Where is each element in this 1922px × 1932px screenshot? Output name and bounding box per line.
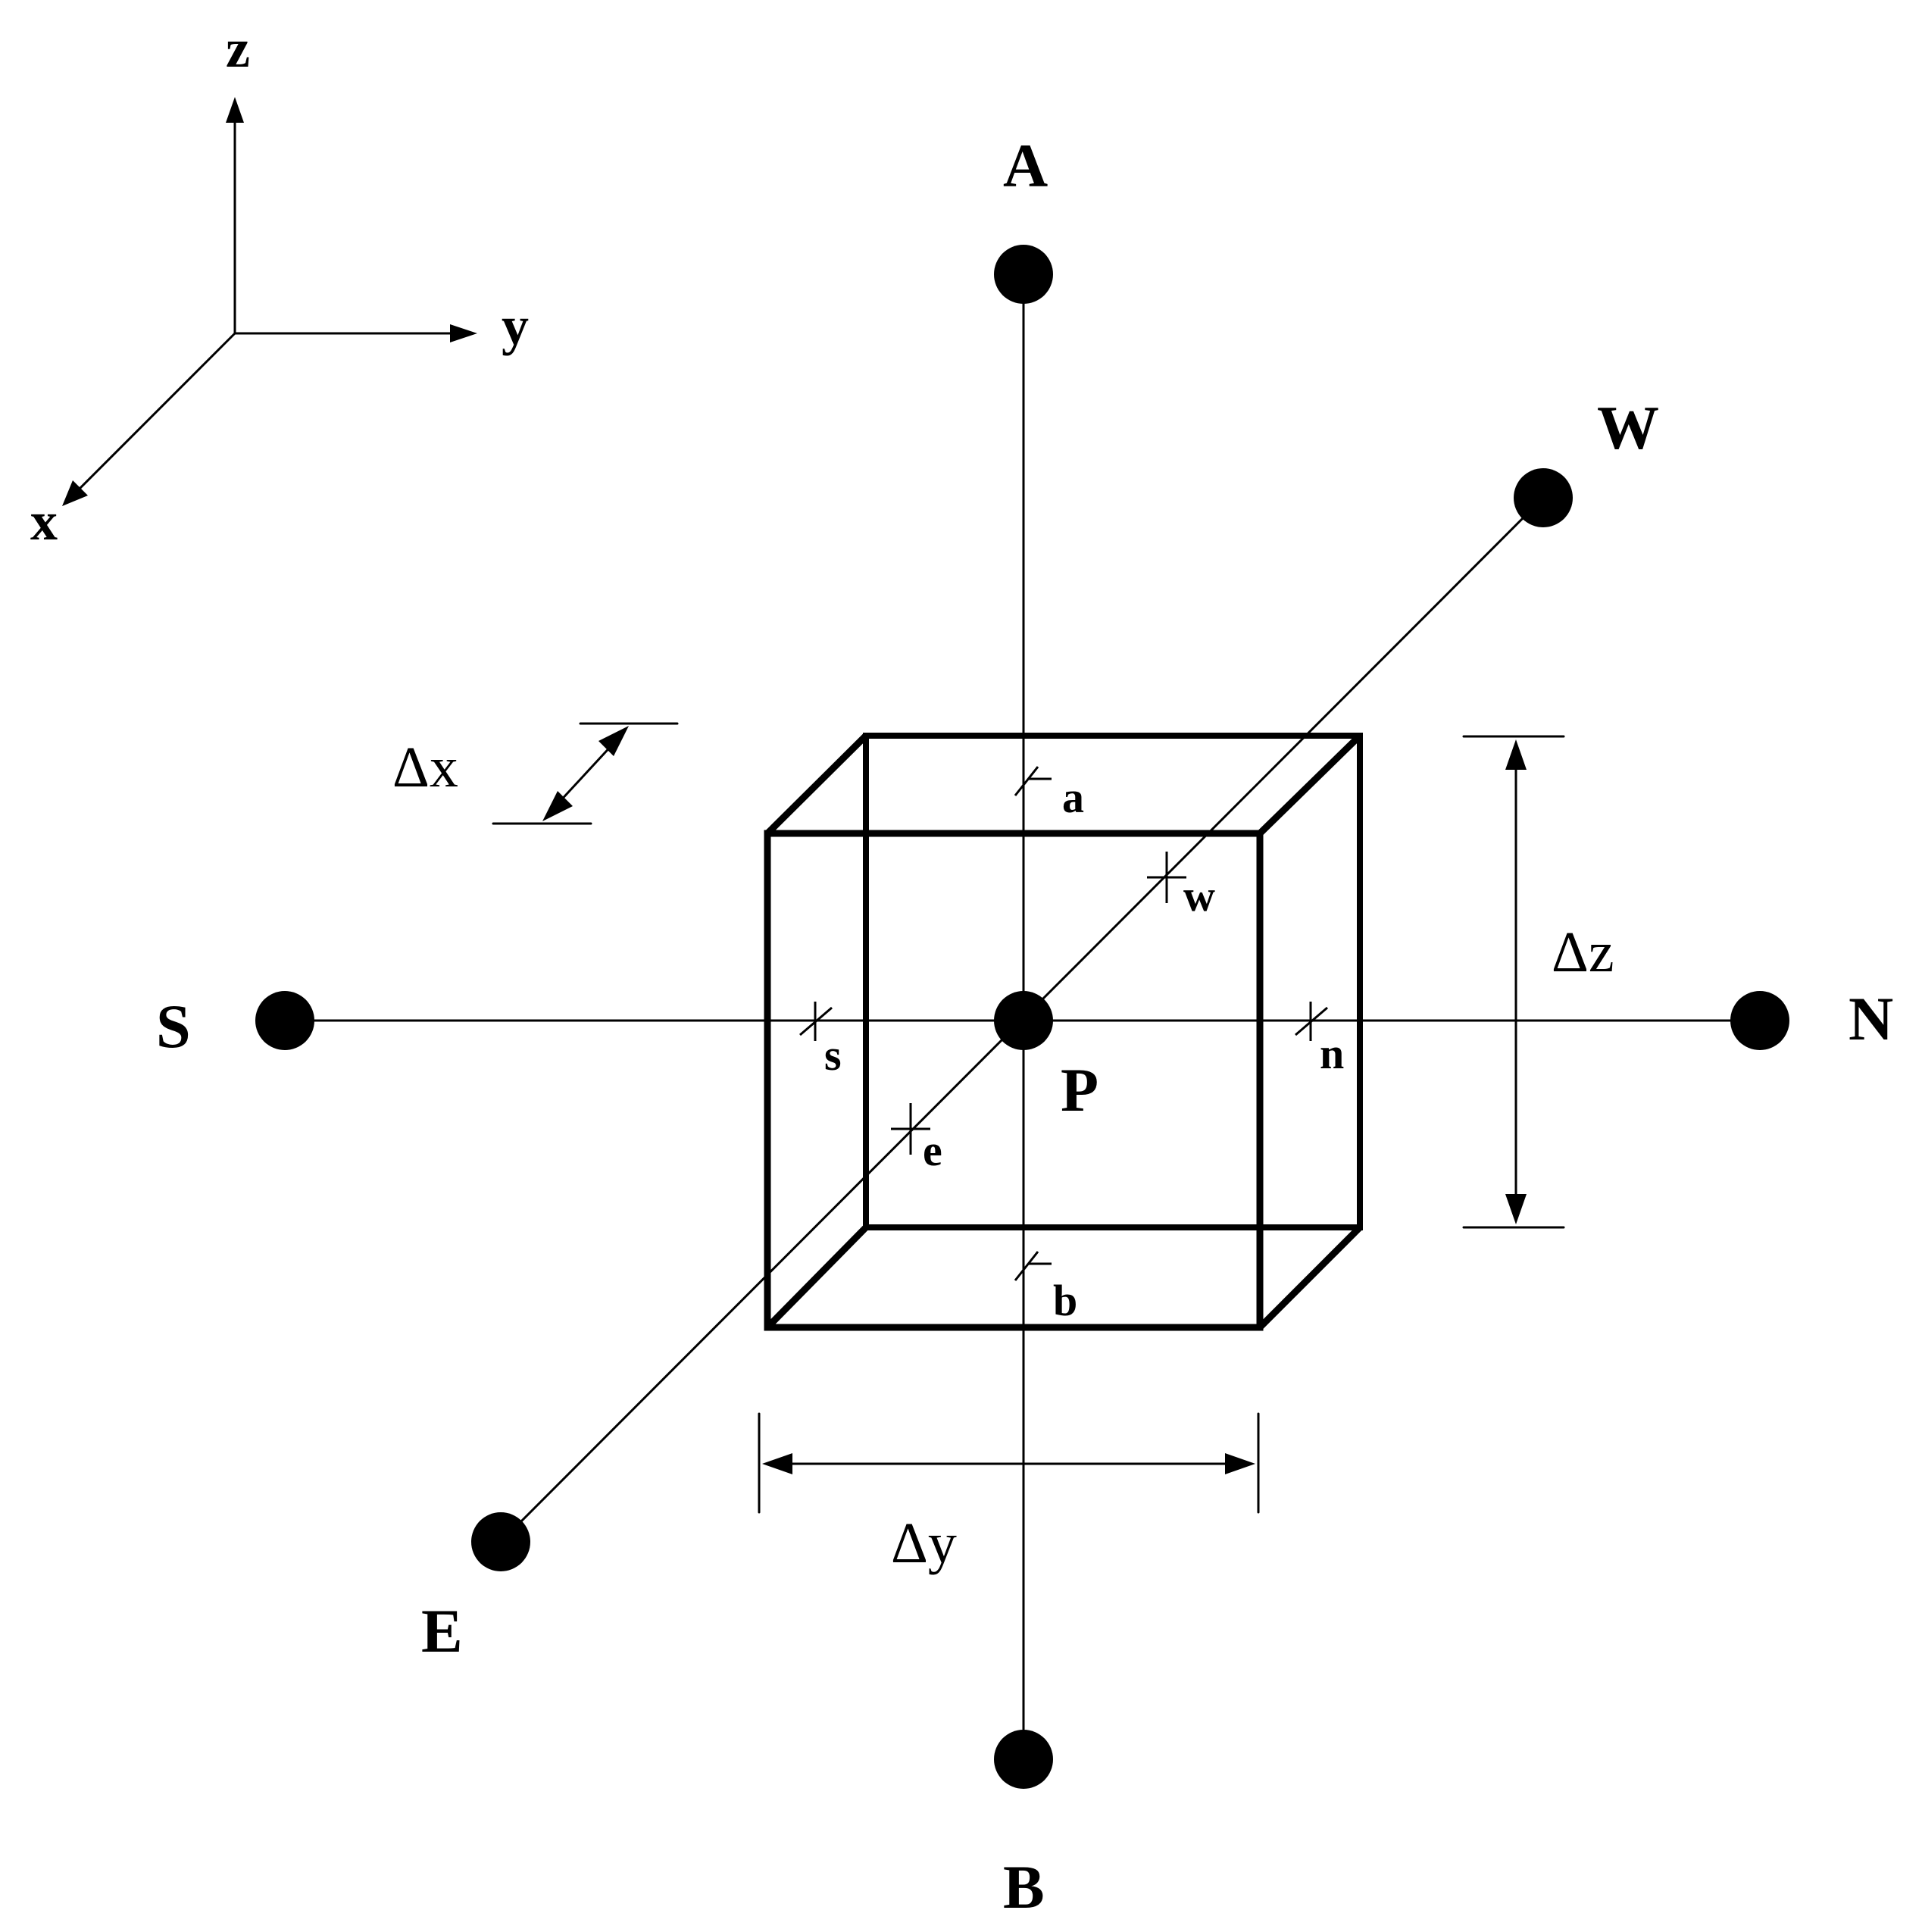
x-axis-line [74,332,236,494]
face-n-tick-diag [1295,1006,1328,1036]
face-w-label: w [1183,871,1215,921]
dz-arrowhead-bottom [1505,1194,1527,1224]
dimension-dz: Δz [1462,735,1614,1229]
coordinate-axes: z y x [30,18,529,552]
x-axis-arrowhead [62,480,88,506]
dz-label: Δz [1552,921,1614,984]
face-a-tick [1014,766,1039,796]
face-s-tick-diag [799,1006,833,1036]
node-E-label: E [421,1596,463,1665]
face-s-label: s [824,1030,842,1080]
box-edge-top-right [1257,733,1363,836]
y-axis-label: y [502,295,529,356]
node-W-point [1514,468,1573,527]
dimension-dx: Δx [392,722,679,825]
node-P-point [994,991,1053,1050]
control-volume-box [764,733,1363,1331]
face-e-label: e [923,1126,942,1175]
face-labels: a b s n w e [824,773,1344,1325]
box-edge-bottom-right [1257,1224,1363,1330]
z-axis-arrowhead [226,97,244,123]
face-b-label: b [1053,1276,1077,1325]
face-a-label: a [1062,773,1084,822]
dx-arrowhead-top [598,726,629,756]
face-b-tick [1014,1251,1039,1281]
z-axis-label: z [226,18,250,79]
node-B-label: B [1003,1852,1045,1921]
node-P-label: P [1061,1055,1099,1124]
node-B-point [994,1730,1053,1789]
dimension-dy: Δy [758,1412,1260,1575]
node-A-label: A [1003,131,1048,200]
node-S-point [255,991,314,1050]
dy-arrowhead-right [1225,1453,1255,1474]
dy-arrowhead-left [762,1453,792,1474]
node-N-point [1730,991,1789,1050]
dx-arrowhead-bottom [542,791,573,821]
face-n-label: n [1320,1029,1344,1078]
node-labels: A B S N W E P [156,131,1893,1921]
node-A-point [994,245,1053,304]
node-N-label: N [1849,984,1893,1053]
node-S-label: S [156,992,191,1061]
box-edge-top-left [764,733,869,836]
node-E-point [471,1512,530,1571]
x-axis-label: x [30,491,58,552]
y-axis-arrowhead [450,324,477,342]
node-W-label: W [1597,393,1659,462]
dz-arrowhead-top [1505,739,1527,770]
dx-label: Δx [392,736,458,799]
dy-label: Δy [891,1512,957,1575]
face-markers [799,766,1328,1281]
nodes [255,245,1789,1789]
box-edge-bottom-left [764,1224,869,1330]
